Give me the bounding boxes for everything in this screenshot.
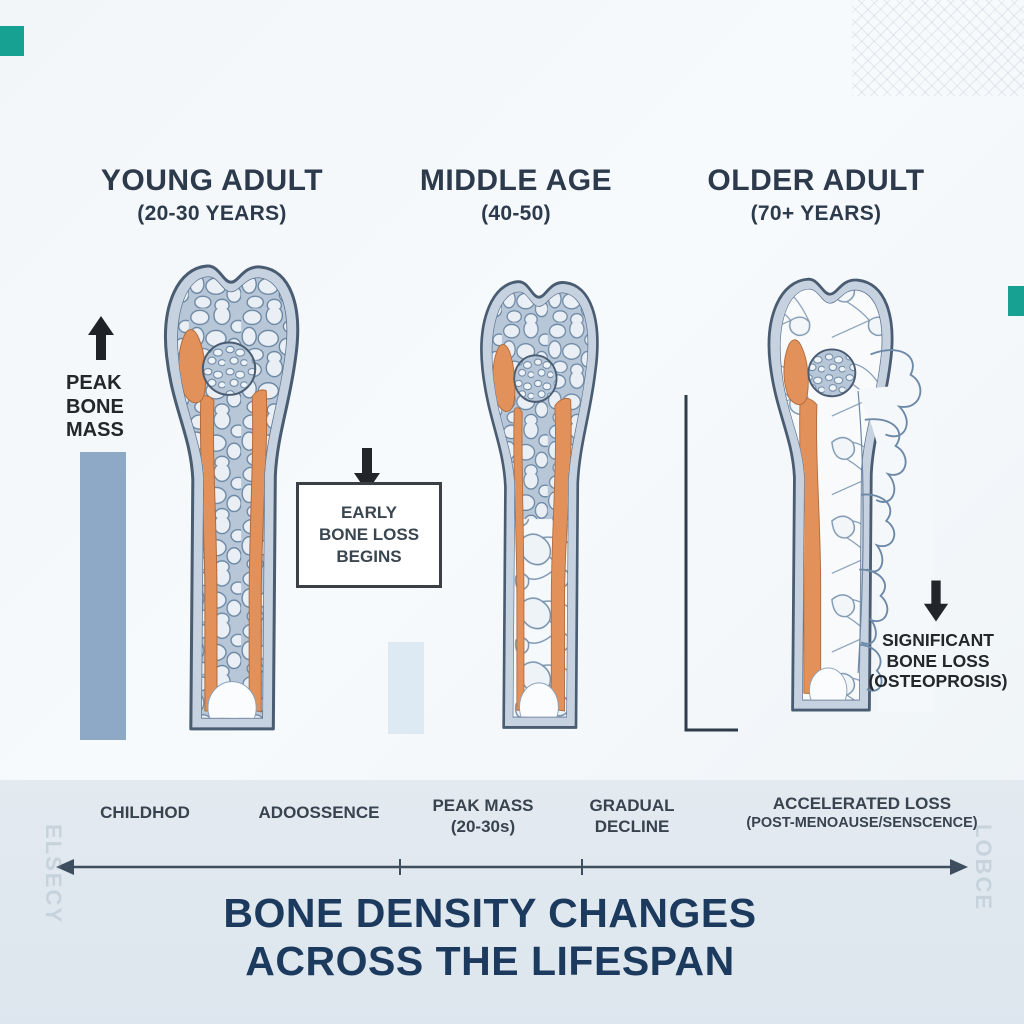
timeline-axis-arrow (56, 859, 968, 875)
bone-older-illustration (767, 277, 934, 712)
timeline-band (0, 780, 1024, 1024)
early-bone-loss-box: EARLY BONE LOSS BEGINS (296, 482, 442, 588)
bone-young-illustration (164, 264, 300, 731)
hatch-pattern-top-right (852, 0, 1024, 96)
peak-bone-mass-bar (80, 452, 126, 740)
down-arrow-icon-right (923, 580, 949, 622)
peak-bone-mass-label: PEAK BONE MASS (66, 372, 124, 442)
diagram-title-line2: ACROSS THE LIFESPAN (245, 937, 735, 984)
header-young-adult-title: YOUNG ADULT (100, 164, 324, 197)
stage-label-accelerated-loss: ACCELERATED LOSS (POST-MENOAUSE/SENSCENC… (746, 794, 978, 832)
up-arrow-icon (88, 316, 114, 360)
axis-line (684, 395, 738, 732)
header-middle-age-title: MIDDLE AGE (419, 164, 613, 197)
header-older-adult: OLDER ADULT (70+ YEARS) (696, 164, 936, 226)
watermark-text-right: LOBCE (971, 824, 997, 911)
header-older-adult-subtitle: (70+ YEARS) (750, 202, 882, 225)
header-young-adult-subtitle: (20-30 YEARS) (137, 202, 287, 225)
osteoporosis-strands (857, 349, 922, 692)
header-older-adult-title: OLDER ADULT (707, 164, 925, 197)
header-middle-age: MIDDLE AGE (40-50) (396, 164, 636, 226)
stage-label-peak-mass: PEAK MASS (20-30s) (432, 796, 534, 837)
bone-middle-illustration (480, 280, 599, 729)
down-arrow-icon-middle (354, 448, 380, 492)
header-middle-age-subtitle: (40-50) (481, 202, 551, 225)
header-young-adult: YOUNG ADULT (20-30 YEARS) (92, 164, 332, 226)
watermark-text-left: ELSECY (41, 824, 67, 925)
significant-bone-loss-label: SIGNIFICANT BONE LOSS (OSTEOPROSIS) (868, 630, 1008, 692)
stage-label-childhood: CHILDHOD (100, 803, 190, 822)
stage-label-adolescence: ADOOSSENCE (258, 803, 380, 822)
stage-label-gradual-decline: GRADUAL DECLINE (589, 796, 675, 837)
declining-mass-bar (388, 642, 424, 734)
teal-square-top-left (0, 26, 24, 56)
diagram-title-line1: BONE DENSITY CHANGES (223, 890, 757, 936)
teal-square-right-edge (1008, 286, 1024, 316)
diagram-title: BONE DENSITY CHANGES ACROSS THE LIFESPAN (110, 890, 870, 986)
